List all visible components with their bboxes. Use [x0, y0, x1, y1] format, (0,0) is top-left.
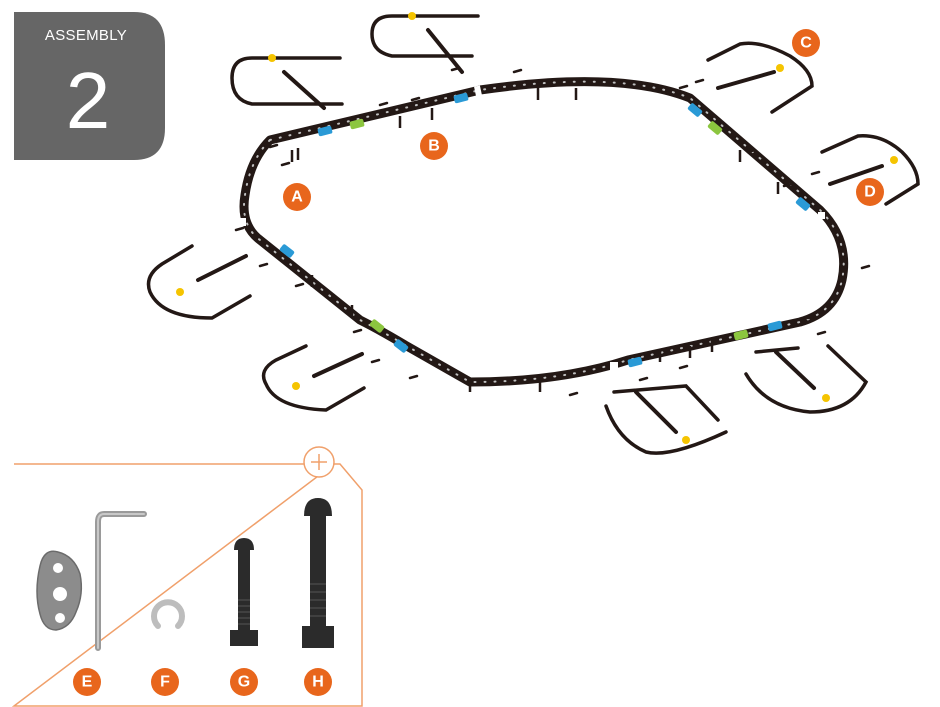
callout-c: C	[792, 29, 820, 57]
svg-text:A: A	[291, 189, 303, 206]
leg-left	[146, 244, 252, 320]
connector-green	[369, 319, 385, 333]
svg-text:E: E	[82, 674, 93, 691]
callout-d: D	[856, 178, 884, 206]
connector-blue	[393, 339, 409, 353]
leg-top-left	[230, 54, 344, 110]
svg-text:C: C	[800, 35, 812, 52]
cap-yellow	[408, 12, 416, 20]
connector-blue	[687, 103, 703, 117]
part-e-wrench	[36, 550, 83, 631]
connector-blue	[317, 125, 333, 137]
leg-right	[820, 134, 920, 206]
leg-top-center	[370, 12, 480, 74]
cap-yellow	[682, 436, 690, 444]
callout-h: H	[304, 668, 332, 696]
callout-b: B	[420, 132, 448, 160]
connector-green	[733, 329, 749, 341]
cap-yellow	[268, 54, 276, 62]
loose-bolts	[234, 66, 871, 397]
cap-yellow	[176, 288, 184, 296]
leg-top-right	[706, 41, 814, 114]
callout-e: E	[73, 668, 101, 696]
cap-yellow	[822, 394, 830, 402]
callout-g: G	[230, 668, 258, 696]
svg-text:F: F	[160, 674, 170, 691]
callout-f: F	[151, 668, 179, 696]
assembly-number: 2	[66, 56, 111, 145]
assembly-badge: ASSEMBLY 2	[14, 12, 165, 160]
frame-ring	[238, 77, 849, 392]
connector-blue	[795, 197, 811, 211]
svg-text:G: G	[238, 674, 250, 691]
part-g-bolt	[230, 538, 258, 646]
part-e-hex-key	[95, 511, 147, 651]
connector-blue	[767, 320, 783, 332]
svg-text:H: H	[312, 674, 324, 691]
connector-blue	[627, 356, 643, 368]
cap-yellow	[890, 156, 898, 164]
svg-text:D: D	[864, 184, 876, 201]
assembly-label: ASSEMBLY	[45, 27, 127, 44]
svg-text:B: B	[428, 138, 440, 155]
callout-a: A	[283, 183, 311, 211]
leg-bottom-left	[261, 344, 366, 412]
cap-yellow	[776, 64, 784, 72]
cap-yellow	[292, 382, 300, 390]
part-f-clip	[151, 599, 185, 629]
connector-green	[349, 118, 365, 130]
connector-green	[707, 121, 723, 135]
parts-panel: E F G H	[11, 446, 363, 707]
plus-magnifier-icon	[303, 446, 335, 478]
leg-bottom-right	[744, 344, 869, 414]
connector-blue	[453, 92, 469, 104]
connector-blue	[279, 244, 295, 258]
leg-bottom-center	[604, 384, 728, 455]
part-h-bolt	[302, 498, 334, 648]
